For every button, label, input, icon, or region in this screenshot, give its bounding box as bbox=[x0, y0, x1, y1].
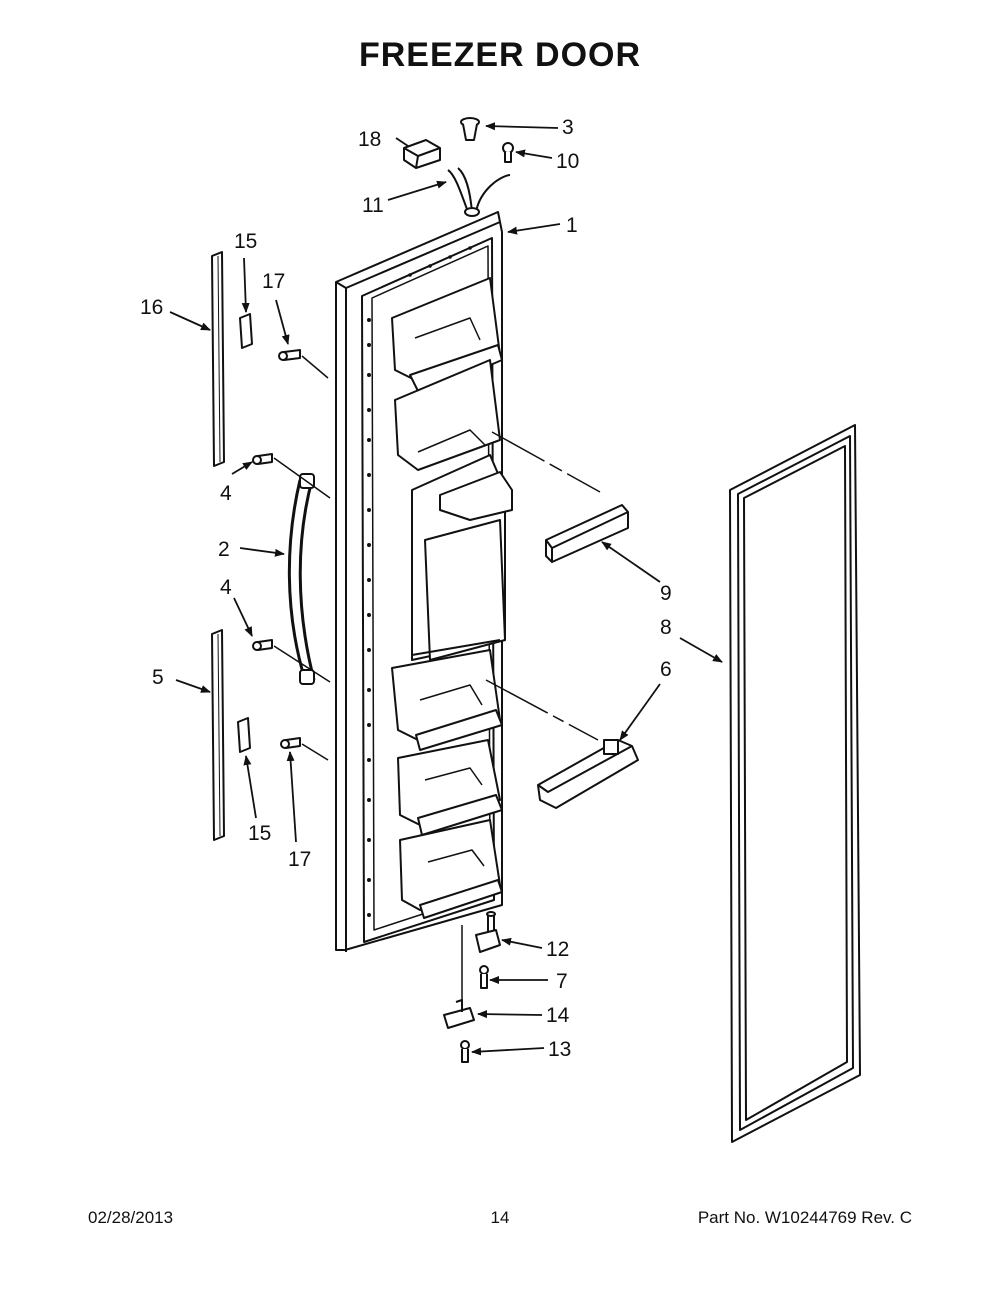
trim-clip-upper bbox=[239, 313, 253, 349]
callout-17-lower: 17 bbox=[288, 848, 311, 871]
callout-12: 12 bbox=[546, 938, 569, 961]
hinge-screw-13 bbox=[460, 1040, 470, 1063]
hinge-bracket-14 bbox=[443, 999, 475, 1029]
callout-5: 5 bbox=[152, 666, 164, 689]
screw-17-lower bbox=[280, 737, 301, 749]
dispenser-trim-rail bbox=[545, 504, 629, 563]
callout-1: 1 bbox=[566, 214, 578, 237]
screw-10 bbox=[502, 142, 514, 163]
callout-6: 6 bbox=[660, 658, 672, 681]
callout-13: 13 bbox=[548, 1038, 571, 1061]
callout-2: 2 bbox=[218, 538, 230, 561]
callout-4-upper: 4 bbox=[220, 482, 232, 505]
page-title: FREEZER DOOR bbox=[358, 36, 642, 74]
screw-4-upper bbox=[252, 453, 273, 465]
callout-10: 10 bbox=[556, 150, 579, 173]
callout-3: 3 bbox=[562, 116, 574, 139]
hinge-screw-7 bbox=[479, 965, 489, 989]
wire-connector bbox=[403, 139, 441, 169]
door-handle bbox=[287, 473, 316, 685]
door-bin bbox=[537, 739, 639, 809]
callout-11: 11 bbox=[362, 194, 384, 217]
door-gasket bbox=[729, 424, 861, 1143]
lower-hinge bbox=[475, 911, 501, 953]
callout-17-upper: 17 bbox=[262, 270, 285, 293]
hinge-plug bbox=[460, 117, 480, 141]
footer-part-number: Part No. W10244769 Rev. C bbox=[697, 1208, 912, 1227]
freezer-door-panel bbox=[335, 167, 513, 952]
callout-4-lower: 4 bbox=[220, 576, 232, 599]
screw-4-lower bbox=[252, 639, 273, 651]
footer-date: 02/28/2013 bbox=[88, 1208, 174, 1227]
callout-8: 8 bbox=[660, 616, 672, 639]
callout-16: 16 bbox=[140, 296, 163, 319]
callout-9: 9 bbox=[660, 582, 672, 605]
upper-trim-strip bbox=[211, 251, 225, 467]
callout-15-lower: 15 bbox=[248, 822, 271, 845]
callout-15-upper: 15 bbox=[234, 230, 257, 253]
footer-page-number: 14 bbox=[490, 1208, 510, 1227]
trim-clip-lower bbox=[237, 717, 251, 753]
callout-14: 14 bbox=[546, 1004, 570, 1027]
callout-7: 7 bbox=[556, 970, 568, 993]
callout-18: 18 bbox=[358, 128, 381, 151]
screw-17-upper bbox=[278, 349, 301, 361]
lower-trim-strip bbox=[211, 629, 225, 841]
